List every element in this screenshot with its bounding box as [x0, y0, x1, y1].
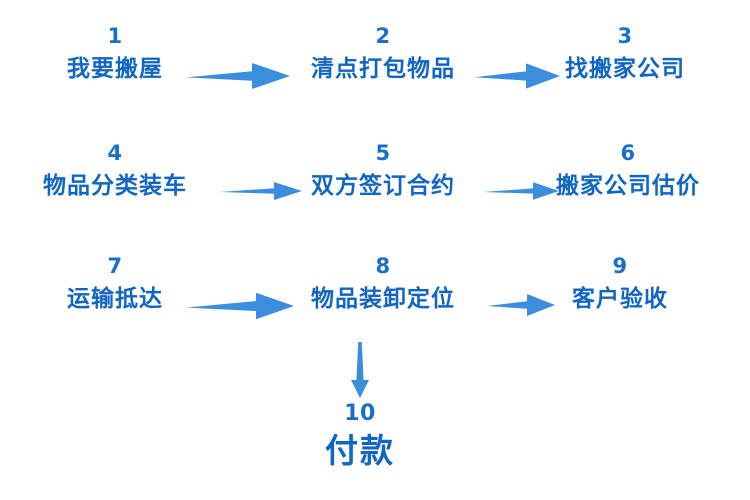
- flow-node-5-label: 双方签订合约: [311, 173, 455, 199]
- flow-node-1-label: 我要搬屋: [67, 56, 163, 82]
- arrow-1-to-2-icon: [186, 62, 290, 90]
- flow-node-8-number: 8: [375, 254, 391, 278]
- flow-node-2-number: 2: [375, 24, 391, 48]
- flow-node-4[interactable]: 4 物品分类装车: [43, 143, 187, 198]
- arrow-8-to-10-icon: [345, 342, 375, 398]
- flow-node-6-number: 6: [620, 141, 636, 165]
- flow-node-9-label: 客户验收: [572, 286, 668, 312]
- flow-node-1-number: 1: [107, 24, 123, 48]
- arrow-7-to-8-icon: [186, 292, 294, 320]
- arrow-2-to-3-icon: [474, 62, 560, 90]
- flow-node-1[interactable]: 1 我要搬屋: [67, 26, 163, 81]
- flow-node-7-label: 运输抵达: [67, 286, 163, 312]
- flow-node-9-number: 9: [612, 254, 628, 278]
- flow-node-4-label: 物品分类装车: [43, 173, 187, 199]
- flow-node-7[interactable]: 7 运输抵达: [67, 256, 163, 311]
- flow-node-10-number: 10: [344, 401, 376, 426]
- flow-node-2[interactable]: 2 清点打包物品: [311, 26, 455, 81]
- flow-node-10-label: 付款: [325, 431, 395, 470]
- flow-node-8[interactable]: 8 物品装卸定位: [311, 256, 455, 311]
- flow-node-6[interactable]: 6 搬家公司估价: [556, 143, 700, 198]
- flow-node-3[interactable]: 3 找搬家公司: [565, 26, 685, 81]
- flow-node-3-label: 找搬家公司: [565, 56, 685, 82]
- flow-node-3-number: 3: [617, 24, 633, 48]
- flow-node-4-number: 4: [107, 141, 123, 165]
- flow-node-5-number: 5: [375, 141, 391, 165]
- flow-node-8-label: 物品装卸定位: [311, 286, 455, 312]
- arrow-8-to-9-icon: [487, 292, 555, 318]
- flow-node-5[interactable]: 5 双方签订合约: [311, 143, 455, 198]
- arrow-5-to-6-icon: [483, 180, 559, 202]
- flow-node-10[interactable]: 10 付款: [325, 401, 395, 470]
- flow-node-7-number: 7: [107, 254, 123, 278]
- arrow-4-to-5-icon: [220, 180, 302, 202]
- flow-node-9[interactable]: 9 客户验收: [572, 256, 668, 311]
- flow-node-6-label: 搬家公司估价: [556, 173, 700, 199]
- flow-node-2-label: 清点打包物品: [311, 56, 455, 82]
